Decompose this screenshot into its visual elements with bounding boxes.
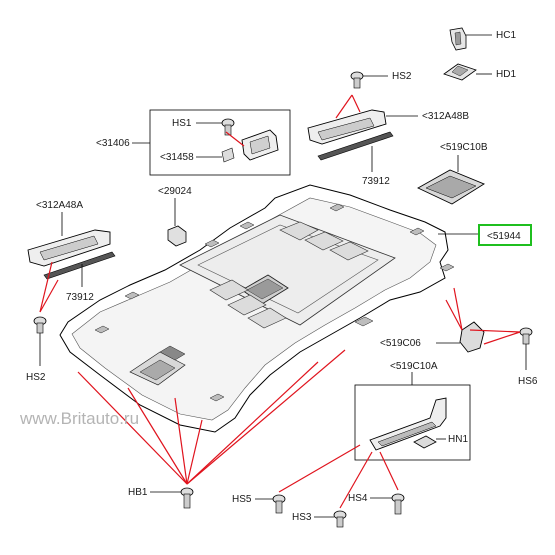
highlight-box-51944[interactable] — [478, 224, 532, 246]
clip-hc1[interactable] — [449, 27, 492, 51]
label-hs1: HS1 — [172, 118, 192, 129]
grab-handle-312a48b[interactable] — [307, 109, 418, 145]
label-hn1: HN1 — [448, 434, 468, 445]
watermark-text: www.Britauto.ru — [19, 409, 139, 428]
headliner-panel[interactable] — [59, 184, 455, 433]
screw-hs5[interactable] — [255, 494, 286, 514]
trim-strip-73912-right[interactable] — [317, 131, 394, 172]
label-29024: <29024 — [158, 186, 192, 197]
group-box-519c10a — [354, 384, 471, 461]
label-73912-left: 73912 — [66, 292, 94, 303]
label-hc1: HC1 — [496, 30, 516, 41]
screw-hs4[interactable] — [370, 493, 405, 515]
clip-hd1[interactable] — [443, 63, 492, 81]
sunvisor-clip-31458[interactable] — [196, 129, 279, 163]
screw-hb1[interactable] — [150, 487, 194, 509]
red-leader-lines — [39, 94, 521, 509]
trim-strip-73912-left[interactable] — [43, 251, 116, 287]
clip-29024[interactable] — [167, 198, 187, 247]
label-hs2-top: HS2 — [392, 71, 412, 82]
clip-519c06[interactable] — [436, 321, 485, 353]
label-hs3: HS3 — [292, 512, 312, 523]
label-hs2-left: HS2 — [26, 372, 46, 383]
trim-519c10a[interactable] — [369, 397, 447, 451]
label-hs4: HS4 — [348, 493, 368, 504]
label-519c06: <519C06 — [380, 338, 421, 349]
label-312a48b: <312A48B — [422, 111, 469, 122]
clip-hn1[interactable] — [413, 435, 446, 449]
label-31458: <31458 — [160, 152, 194, 163]
label-73912-right: 73912 — [362, 176, 390, 187]
grab-handle-312a48a[interactable] — [27, 229, 111, 267]
label-31406: <31406 — [96, 138, 130, 149]
pad-519c10b[interactable] — [417, 155, 485, 205]
label-51944: <51944 — [487, 231, 521, 242]
label-hd1: HD1 — [496, 69, 516, 80]
screw-hs2-left[interactable] — [33, 316, 47, 366]
screw-hs1[interactable] — [196, 118, 235, 136]
group-box-31406 — [149, 109, 291, 176]
label-519c10a: <519C10A — [390, 361, 438, 372]
screw-hs3[interactable] — [314, 510, 347, 528]
label-hs6: HS6 — [518, 376, 538, 387]
label-312a48a: <312A48A — [36, 200, 83, 211]
label-519c10b: <519C10B — [440, 142, 488, 153]
label-hs5: HS5 — [232, 494, 252, 505]
screw-hs2-top[interactable] — [350, 71, 388, 89]
label-hb1: HB1 — [128, 487, 148, 498]
screw-hs6[interactable] — [519, 327, 533, 370]
